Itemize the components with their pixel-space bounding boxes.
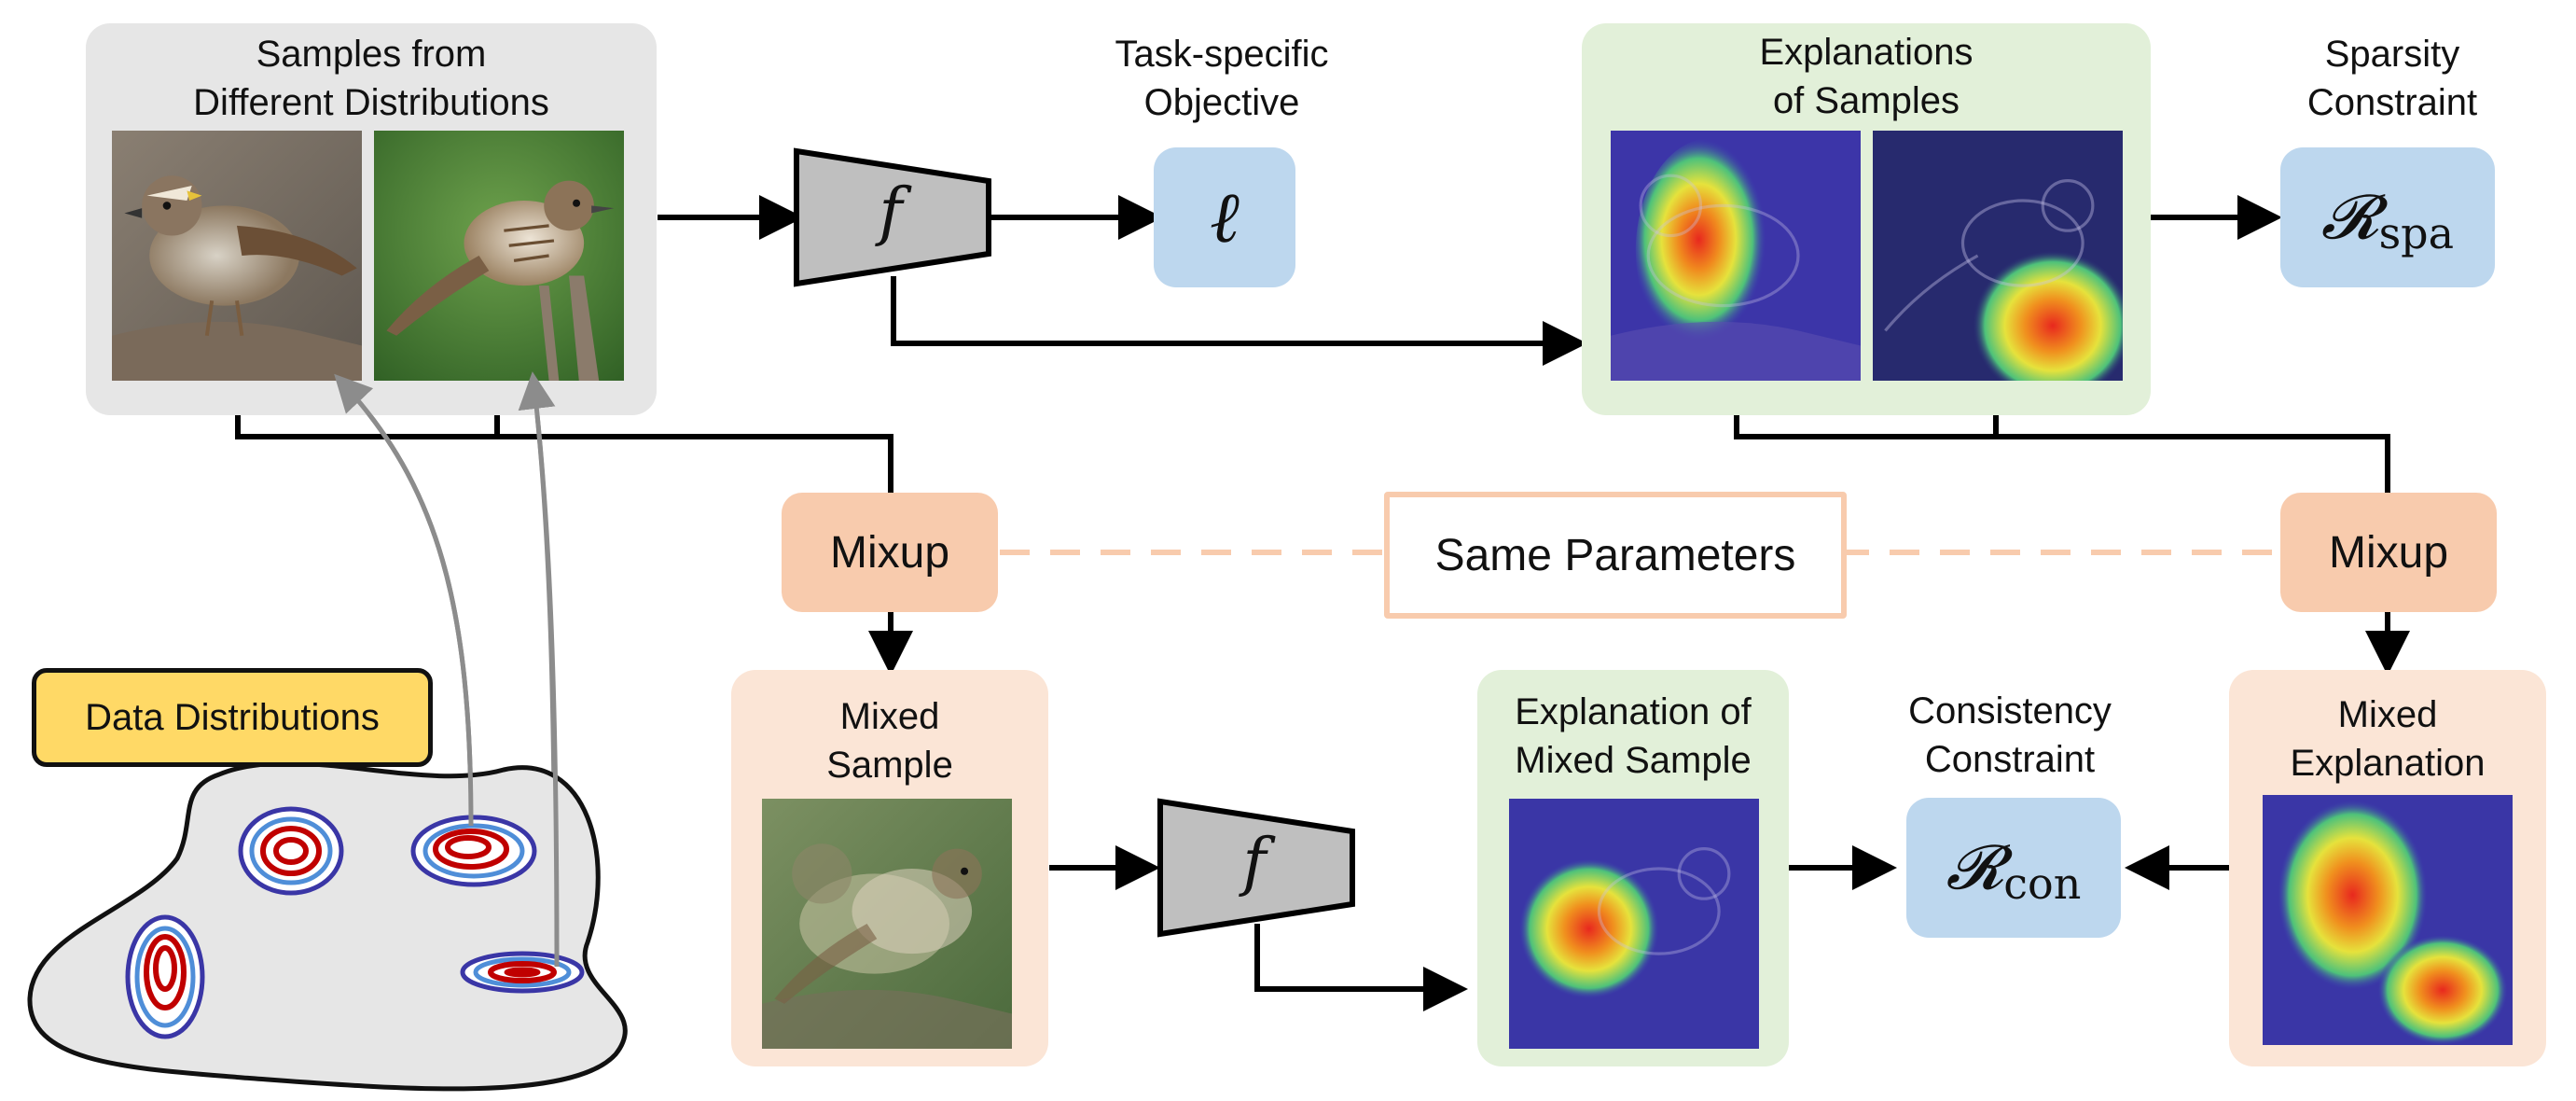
- data-distributions-label: Data Distributions: [85, 696, 380, 738]
- distribution-ring-four: [460, 951, 585, 994]
- sparsity-title: Sparsity Constraint: [2306, 34, 2478, 123]
- explanation-image-one: [1611, 131, 1861, 381]
- samples-panel-title: Samples from Different Distributions: [193, 34, 549, 123]
- sample-image-two: [374, 131, 624, 381]
- arrow-f-to-mixed-explanation: [1254, 924, 1468, 1011]
- network-bottom: [1157, 798, 1355, 938]
- sparsity-symbol: 𝓡: [2320, 180, 2379, 253]
- arrow-distribution-two-to-sample-one: [334, 373, 474, 827]
- consistency-subscript: con: [2003, 858, 2082, 909]
- mixup-right-label: Mixup: [2328, 527, 2449, 578]
- same-parameters-label: Same Parameters: [1434, 530, 1796, 580]
- mixed-explanation-title: Mixed Explanation: [2290, 694, 2486, 784]
- consistency-symbol: 𝓡: [1946, 830, 2004, 903]
- mixup-left: Mixup: [782, 493, 998, 612]
- sparsity-subscript: spa: [2378, 208, 2455, 258]
- task-objective-box: ℓ: [1154, 147, 1295, 287]
- mixup-left-label: Mixup: [829, 527, 950, 578]
- mixed-explanation-image: [2263, 795, 2513, 1045]
- distribution-ring-three: [125, 914, 205, 1039]
- mixed-sample-explanation-title: Explanation of Mixed Sample: [1515, 691, 1752, 781]
- explanation-image-two: [1873, 131, 2123, 381]
- distribution-ring-one: [238, 806, 344, 896]
- data-distribution-blob: [27, 760, 628, 1092]
- mixed-sample-image: [762, 799, 1012, 1049]
- explanations-panel-title: Explanations of Samples: [1759, 32, 1974, 121]
- sample-image-one: [112, 131, 362, 381]
- task-objective-title: Task-specific Objective: [1115, 34, 1329, 123]
- data-distributions-label-box: Data Distributions: [32, 668, 433, 767]
- consistency-title: Consistency Constraint: [1908, 690, 2112, 780]
- distribution-ring-two: [410, 815, 537, 887]
- network-top-symbol: f: [879, 175, 903, 249]
- mixup-right: Mixup: [2280, 493, 2497, 612]
- arrow-distribution-four-to-sample-two: [518, 371, 560, 968]
- arrow-f-to-explanations: [891, 276, 1587, 366]
- mixed-sample-title: Mixed Sample: [826, 696, 953, 786]
- task-objective-symbol: ℓ: [1210, 175, 1240, 258]
- network-bottom-symbol: f: [1242, 826, 1267, 899]
- network-top: [794, 147, 991, 287]
- mixed-sample-explanation-image: [1509, 799, 1759, 1049]
- same-parameters-box: Same Parameters: [1384, 492, 1847, 619]
